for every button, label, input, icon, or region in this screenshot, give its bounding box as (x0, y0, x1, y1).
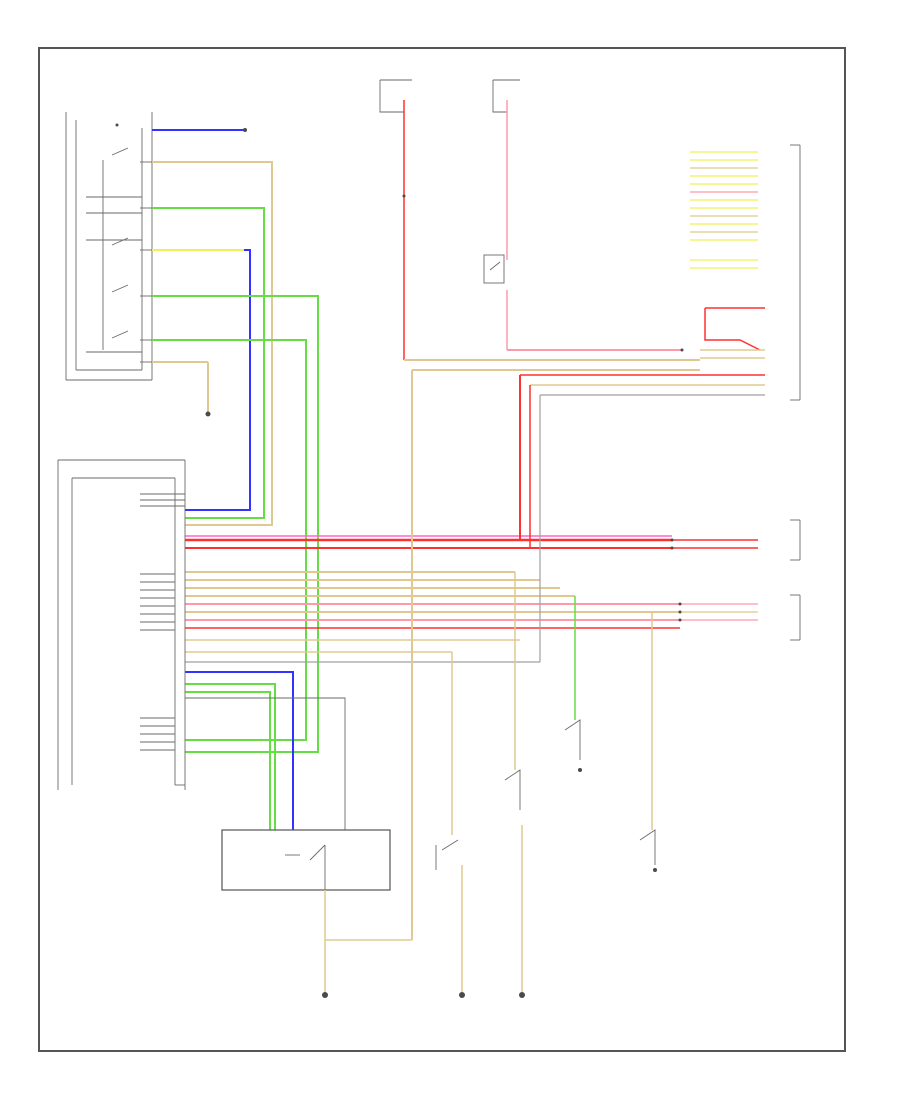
switch-module (65, 112, 153, 381)
diagram-frame (38, 47, 846, 1052)
right-switches (504, 572, 657, 998)
right-connector-middle (670, 519, 801, 561)
relay-box (221, 829, 412, 998)
right-connector-lower (678, 594, 801, 641)
module-output-stubs (140, 128, 247, 363)
cluster-bus (185, 535, 680, 663)
wire-bundle (152, 161, 346, 830)
right-connector-top (411, 144, 801, 940)
fuse-feeds (379, 79, 700, 361)
module-ground (152, 361, 211, 417)
center-switch (435, 652, 465, 998)
instrument-cluster (57, 459, 186, 790)
